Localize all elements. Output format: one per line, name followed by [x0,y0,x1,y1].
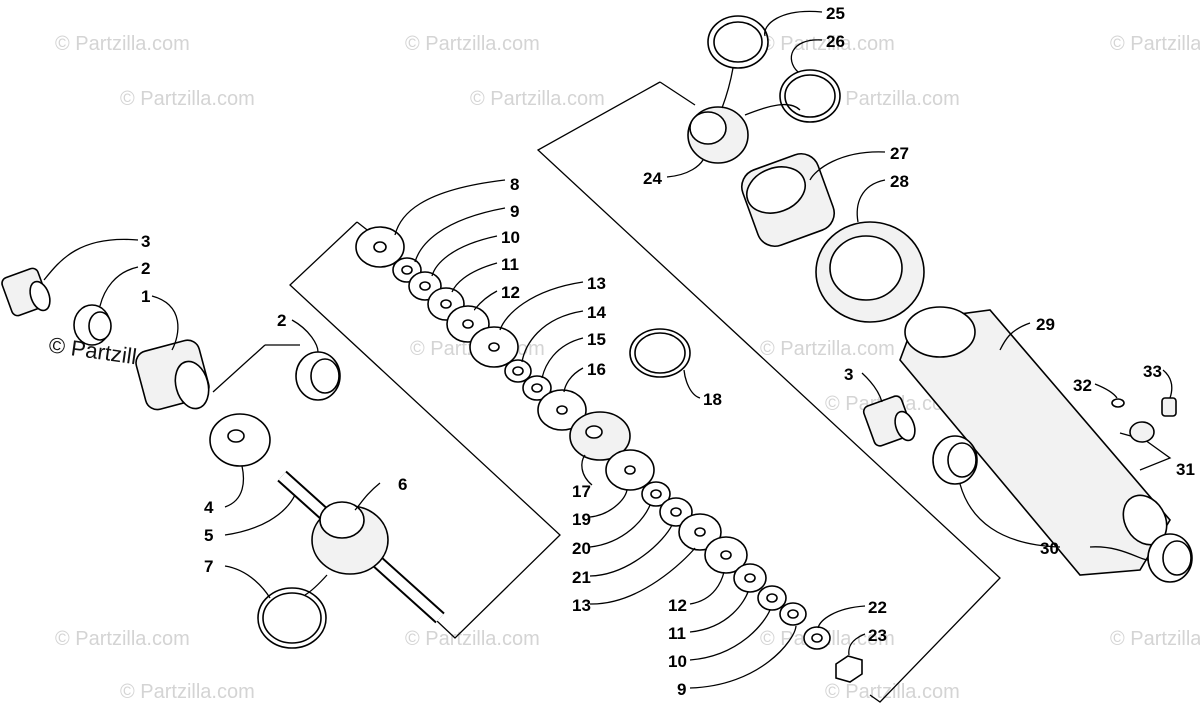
part-3-bushing-right [862,395,916,447]
shim-stack-upper [355,226,587,431]
part-23-nut [835,655,863,683]
callout-33: 33 [1143,362,1162,381]
callout-10: 10 [501,228,520,247]
part-1-eyelet [135,339,210,411]
shim-stack-lower [605,449,831,650]
part-28-spring-collar [815,221,925,323]
callout-labels: 3 2 1 2 4 5 6 7 8 9 10 11 12 13 14 15 16… [141,4,1195,699]
callout-11: 11 [501,255,519,274]
callout-27: 27 [890,144,909,163]
part-26-retainer [779,69,841,123]
callout-6: 6 [398,475,407,494]
callout-4: 4 [204,498,214,517]
callout-7: 7 [204,557,213,576]
part-30-sleeve-mid [932,435,978,485]
watermark: © Partzilla.com [405,628,540,650]
callout-16: 16 [587,360,606,379]
part-2-sleeve-center [295,351,341,401]
part-18-piston-ring [629,328,691,378]
part-7-o-ring [257,587,327,649]
part-32-o-ring-small [1111,398,1125,408]
callout-2: 2 [141,259,150,278]
callout-31: 31 [1176,460,1195,479]
part-30-sleeve-end [1147,533,1193,583]
callout-8: 8 [510,175,519,194]
watermark: © Partzilla.com [825,681,960,703]
part-24-cap [687,106,749,164]
callout-30: 30 [1040,539,1059,558]
watermark: © Partzilla.com [55,33,190,55]
callout-22: 22 [868,598,887,617]
callout-24: 24 [643,169,662,188]
callout-13: 13 [587,274,606,293]
watermark: © Partzilla.com [470,88,605,110]
callout-20: 20 [572,539,591,558]
watermark: © Partzilla.com [120,681,255,703]
callout-14: 14 [587,303,606,322]
callout-26: 26 [826,32,845,51]
callout-18: 18 [703,390,722,409]
callout-10: 10 [668,652,687,671]
watermark: © Partzilla.com [55,628,190,650]
callout-9: 9 [677,680,686,699]
callout-13: 13 [572,596,591,615]
part-27-collar [741,153,835,247]
callout-28: 28 [890,172,909,191]
part-25-washer-top [707,15,769,69]
part-4-bumper [209,413,271,467]
part-2-sleeve-left [73,304,112,346]
callout-25: 25 [826,4,845,23]
callout-2: 2 [277,311,286,330]
callout-3: 3 [844,365,853,384]
callout-11: 11 [668,624,686,643]
callout-21: 21 [572,568,591,587]
watermark: © Partzilla.com [120,88,255,110]
callout-leaders [43,10,1173,689]
part-17-piston [569,411,631,461]
watermark: © Partzilla.com [825,88,960,110]
callout-32: 32 [1073,376,1092,395]
callout-23: 23 [868,626,887,645]
part-6-shaft-seal [311,501,389,575]
callout-19: 19 [572,510,591,529]
callout-5: 5 [204,526,213,545]
callout-29: 29 [1036,315,1055,334]
callout-15: 15 [587,330,606,349]
watermark: © Partzilla.com [1110,33,1200,55]
callout-9: 9 [510,202,519,221]
callout-1: 1 [141,287,150,306]
part-3-bushing-left [1,267,51,317]
part-29-shock-body [899,306,1171,576]
watermark: © Partzilla.com [1110,628,1200,650]
callout-12: 12 [668,596,687,615]
callout-17: 17 [572,482,591,501]
watermark: © Partzilla.com [405,33,540,55]
part-33-valve [1129,397,1177,443]
callout-3: 3 [141,232,150,251]
watermark: © Partzilla.com [760,338,895,360]
callout-12: 12 [501,283,520,302]
